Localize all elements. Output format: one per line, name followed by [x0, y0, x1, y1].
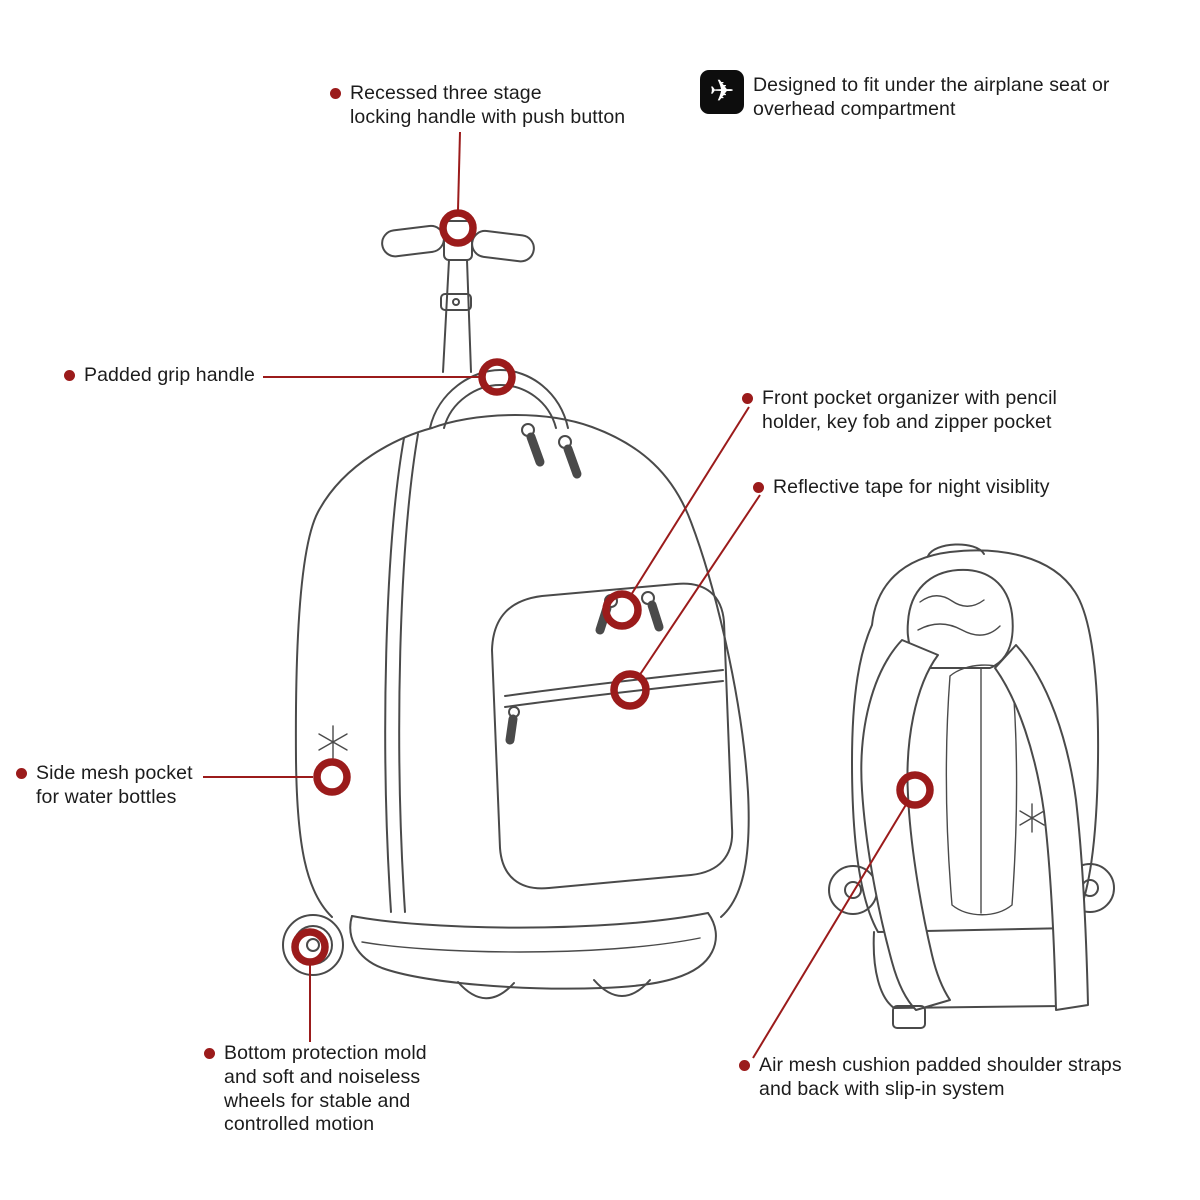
callout-dot-icon — [16, 768, 27, 779]
marker-front-pocket — [602, 590, 642, 630]
callout-dot-icon — [742, 393, 753, 404]
callout-grip-handle-text: Padded grip handle — [84, 364, 255, 386]
airplane-icon: ✈ — [700, 70, 744, 114]
backpack-back-drawing — [828, 543, 1115, 1029]
callout-reflective-tape-text: Reflective tape for night visiblity — [773, 476, 1050, 498]
callout-front-pocket: Front pocket organizer with pencil holde… — [742, 387, 1057, 435]
marker-reflective-tape — [610, 670, 650, 710]
callout-side-mesh: Side mesh pocket for water bottles — [16, 762, 193, 810]
callout-markers — [291, 209, 934, 966]
marker-locking-handle — [439, 209, 477, 247]
callout-dot-icon — [739, 1060, 750, 1071]
brand-logo-front-icon — [318, 725, 348, 759]
brand-logo-back-icon — [1019, 803, 1045, 833]
callout-airplane-text: Designed to fit under the airplane seat … — [753, 74, 1110, 120]
callout-side-mesh-text: Side mesh pocket for water bottles — [36, 762, 193, 808]
leader-locking-handle — [457, 131, 461, 211]
callout-locking-handle-text: Recessed three stage locking handle with… — [350, 82, 626, 128]
callout-front-pocket-text: Front pocket organizer with pencil holde… — [762, 387, 1057, 433]
leader-front-pocket — [630, 406, 750, 596]
leader-reflective-tape — [638, 494, 761, 677]
callout-reflective-tape: Reflective tape for night visiblity — [753, 476, 1050, 500]
callout-airplane: ✈ Designed to fit under the airplane sea… — [700, 70, 1110, 122]
marker-bottom-wheels — [291, 928, 329, 966]
callout-leader-lines — [203, 131, 908, 1059]
marker-shoulder-straps — [896, 771, 934, 809]
marker-side-mesh — [313, 758, 351, 796]
callout-grip-handle: Padded grip handle — [64, 364, 255, 388]
backpack-front-drawing — [282, 220, 750, 1000]
callout-bottom-mold: Bottom protection mold and soft and nois… — [204, 1042, 427, 1137]
callout-dot-icon — [753, 482, 764, 493]
leader-shoulder-straps — [752, 802, 908, 1059]
callout-dot-icon — [64, 370, 75, 381]
callout-shoulder-straps: Air mesh cushion padded shoulder straps … — [739, 1054, 1122, 1102]
callout-bottom-mold-text: Bottom protection mold and soft and nois… — [224, 1042, 427, 1136]
marker-grip-handle — [478, 358, 516, 396]
callout-dot-icon — [330, 88, 341, 99]
callout-locking-handle: Recessed three stage locking handle with… — [330, 82, 625, 130]
callout-shoulder-straps-text: Air mesh cushion padded shoulder straps … — [759, 1054, 1122, 1100]
callout-dot-icon — [204, 1048, 215, 1059]
